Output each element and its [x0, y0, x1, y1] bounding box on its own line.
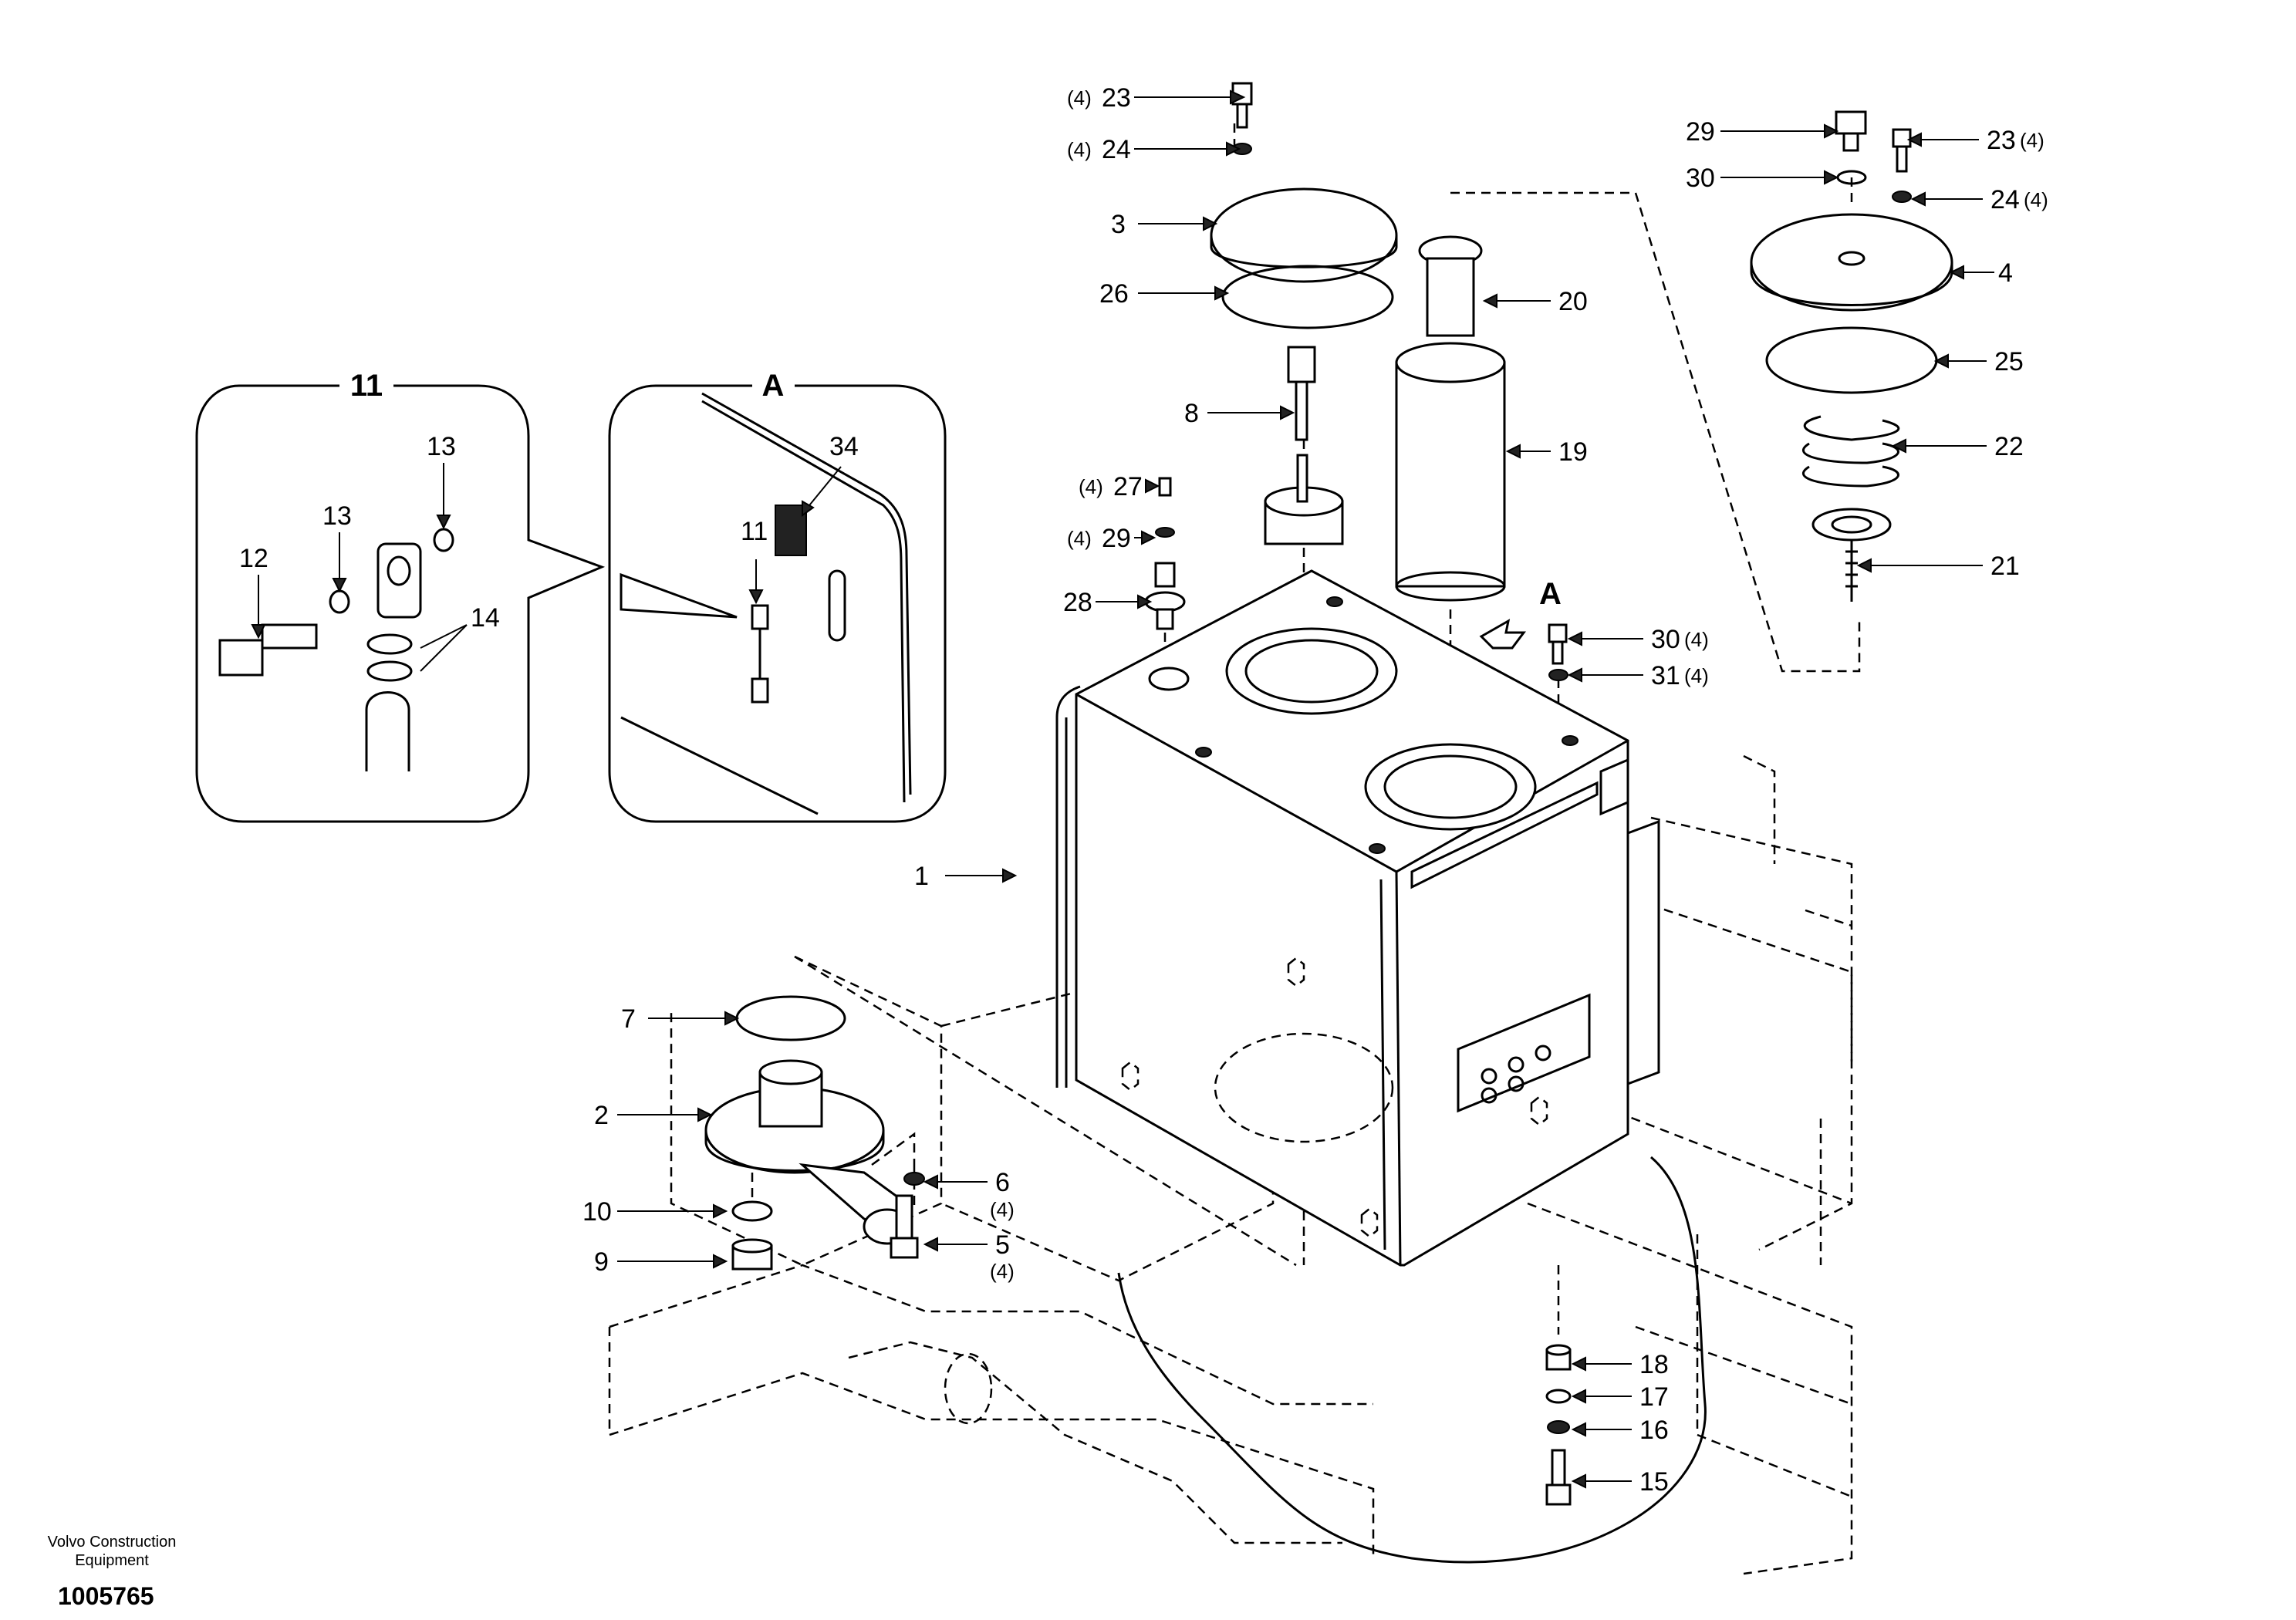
- callout-23b: 23: [1987, 126, 2016, 155]
- detail-11-title: 11: [350, 369, 383, 403]
- callout-11-detail: 11: [741, 517, 768, 546]
- callout-5: 5: [995, 1230, 1010, 1260]
- suction-flange: [704, 995, 925, 1271]
- mount-stack: [1545, 1344, 1572, 1506]
- qty-30-right: (4): [1684, 628, 1709, 651]
- callout-34: 34: [829, 432, 859, 461]
- callout-21: 21: [1990, 552, 2020, 581]
- brand-line-1: Volvo Construction: [48, 1534, 177, 1551]
- callout-2: 2: [594, 1101, 609, 1130]
- document-number: 1005765: [58, 1582, 154, 1610]
- detail-a-box: A: [608, 369, 947, 823]
- callout-13a: 13: [322, 501, 352, 531]
- cover-3: [1210, 187, 1398, 329]
- callout-27: 27: [1113, 472, 1143, 501]
- qty-27: (4): [1079, 475, 1103, 498]
- callout-4: 4: [1998, 258, 2013, 288]
- callout-20: 20: [1558, 287, 1588, 316]
- callout-10: 10: [582, 1197, 612, 1227]
- leader-lines: [251, 89, 1994, 1489]
- callout-29b: 29: [1686, 117, 1715, 147]
- detail-a-title: A: [762, 369, 785, 403]
- callout-labels: 1 2 3 4 5 6 7 8 9 10 12 13 13 14 15 16 1…: [239, 83, 2024, 1497]
- qty-23-right: (4): [2020, 129, 2044, 152]
- bolt-30-31: [1479, 619, 1568, 681]
- qty-23-left: (4): [1067, 86, 1092, 110]
- qty-5: (4): [990, 1260, 1015, 1283]
- strainer-8: [1264, 346, 1344, 545]
- callout-1: 1: [914, 862, 929, 891]
- view-arrow-a: A: [1539, 577, 1562, 611]
- callout-28: 28: [1063, 588, 1092, 617]
- callout-29a: 29: [1102, 524, 1131, 553]
- qty-29-left: (4): [1067, 527, 1092, 550]
- callout-16: 16: [1639, 1416, 1669, 1445]
- callout-24a: 24: [1102, 135, 1131, 164]
- callout-25: 25: [1994, 347, 2024, 376]
- breather-assembly: [1750, 110, 1953, 602]
- quantity-labels: (4) (4) (4) (4) (4) (4) (4) (4) (4) (4): [990, 86, 2048, 1283]
- fitting-28: [1144, 477, 1186, 630]
- callout-8: 8: [1184, 399, 1199, 428]
- qty-6: (4): [990, 1198, 1015, 1221]
- callout-7: 7: [621, 1004, 636, 1034]
- callout-26: 26: [1099, 279, 1129, 309]
- bolt-23-left: [1231, 82, 1253, 155]
- callout-30a: 30: [1686, 164, 1715, 193]
- qty-24-left: (4): [1067, 138, 1092, 161]
- hydraulic-tank: [1055, 569, 1660, 1267]
- callout-17: 17: [1639, 1382, 1669, 1412]
- callout-12: 12: [239, 544, 268, 573]
- footer: Volvo Construction Equipment 1005765: [48, 1534, 177, 1610]
- callout-22: 22: [1994, 432, 2024, 461]
- callout-9: 9: [594, 1247, 609, 1277]
- detail-11-box: 11: [195, 369, 606, 823]
- callout-6: 6: [995, 1168, 1010, 1197]
- qty-31: (4): [1684, 664, 1709, 687]
- callout-18: 18: [1639, 1350, 1669, 1379]
- callout-15: 15: [1639, 1467, 1669, 1497]
- brand-line-2: Equipment: [75, 1552, 149, 1569]
- callout-30b: 30: [1651, 625, 1680, 654]
- callout-14: 14: [471, 603, 500, 633]
- callout-13b: 13: [427, 432, 456, 461]
- callout-23a: 23: [1102, 83, 1131, 113]
- qty-24-right: (4): [2024, 188, 2048, 211]
- callout-31: 31: [1651, 661, 1680, 690]
- callout-19: 19: [1558, 437, 1588, 467]
- callout-24b: 24: [1990, 185, 2020, 214]
- filter-19: [1395, 235, 1506, 602]
- callout-3: 3: [1111, 210, 1126, 239]
